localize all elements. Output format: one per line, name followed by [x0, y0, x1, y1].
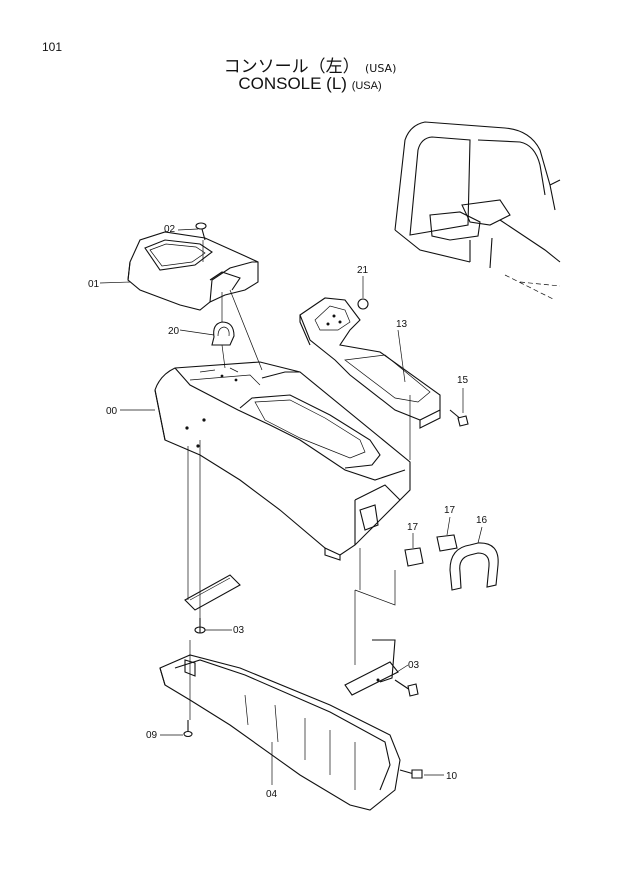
callout-02: 02: [164, 224, 176, 235]
part-13-top-panel: [299, 297, 441, 429]
part-21-cap: [357, 298, 369, 310]
callout-17-left: 17: [407, 522, 419, 533]
title-japanese-region: (USA): [365, 62, 397, 75]
callout-09: 09: [146, 730, 158, 741]
callout-03-left: 03: [233, 625, 245, 636]
part-17-pad-right: [436, 534, 458, 552]
page-number: 101: [42, 40, 63, 54]
part-20-clip: [211, 321, 235, 346]
callout-13: 13: [396, 319, 408, 330]
part-16-handle: [449, 542, 499, 591]
part-03-bolt-right: [394, 679, 419, 697]
callout-00: 00: [106, 406, 118, 417]
part-10-bolt: [399, 769, 423, 779]
callout-03-right: 03: [408, 660, 420, 671]
title-japanese-text: コンソール（左）: [223, 57, 360, 77]
callout-15: 15: [457, 375, 469, 386]
cab-location-inset: [394, 121, 561, 301]
bracket-right: [344, 639, 399, 696]
callout-10: 10: [446, 771, 458, 782]
title-english-text: CONSOLE (L): [238, 74, 347, 93]
part-09-screw: [183, 720, 193, 738]
callout-16: 16: [476, 515, 488, 526]
part-04-lower-cover: [159, 654, 401, 811]
part-17-pad-left: [404, 547, 424, 567]
callout-01: 01: [88, 279, 100, 290]
assembly-lines: [187, 240, 411, 720]
title-english: CONSOLE (L) (USA): [0, 74, 620, 94]
callout-17-right: 17: [444, 505, 456, 516]
part-15-bolt: [449, 409, 469, 427]
part-00-console-body: [154, 361, 411, 561]
callout-20: 20: [168, 326, 180, 337]
part-02-screw: [195, 222, 207, 241]
callout-04: 04: [266, 789, 278, 800]
title-english-region: (USA): [351, 80, 382, 92]
title-japanese: コンソール（左） (USA): [0, 52, 620, 77]
callout-21: 21: [357, 265, 369, 276]
leader-lines: [99, 228, 483, 785]
part-01-upper-cover: [127, 231, 259, 311]
bracket-left: [184, 574, 241, 611]
